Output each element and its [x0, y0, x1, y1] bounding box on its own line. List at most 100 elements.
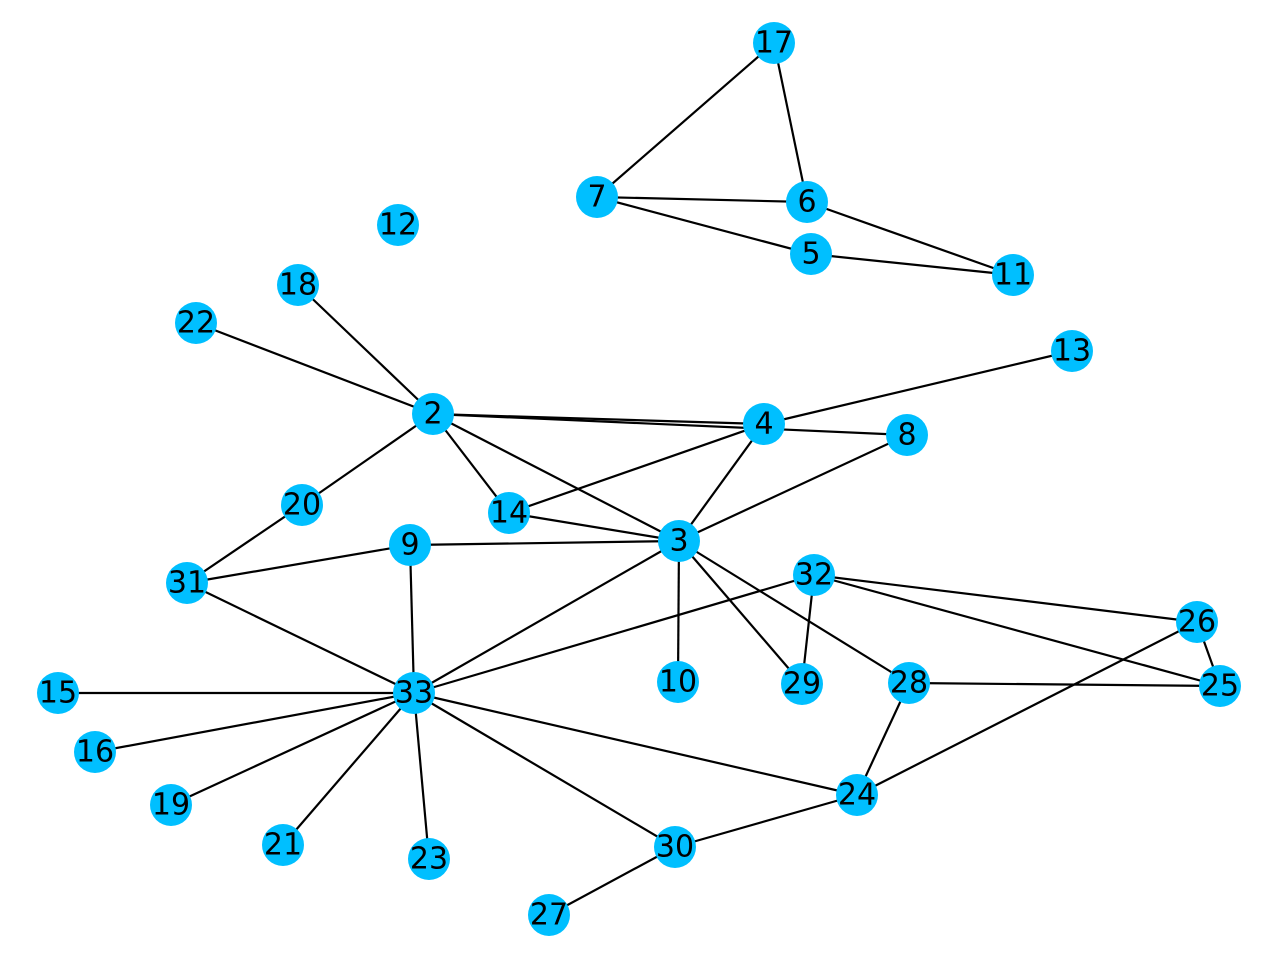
- node-26: 26: [1176, 601, 1218, 643]
- node-29: 29: [781, 663, 823, 705]
- node-circle: [488, 492, 530, 534]
- node-circle: [1199, 665, 1241, 707]
- node-circle: [393, 672, 435, 714]
- node-17: 17: [753, 22, 795, 64]
- node-22: 22: [175, 302, 217, 344]
- node-circle: [1051, 330, 1093, 372]
- edge-layer: [58, 42, 1222, 916]
- node-label: 6: [797, 185, 816, 220]
- edge-2-20: [301, 413, 434, 506]
- node-label: 26: [1178, 605, 1216, 640]
- node-circle: [389, 524, 431, 566]
- node-7: 7: [576, 176, 618, 218]
- edge-9-33: [408, 544, 416, 694]
- node-label: 19: [152, 788, 190, 823]
- edge-24-30: [674, 793, 858, 849]
- node-label: 22: [177, 306, 215, 341]
- node-label: 13: [1053, 334, 1091, 369]
- edge-3-33: [413, 540, 680, 694]
- edge-33-24: [413, 691, 858, 797]
- node-label: 11: [994, 258, 1032, 293]
- node-label: 30: [656, 830, 694, 865]
- edge-3-29: [678, 540, 803, 685]
- node-circle: [74, 731, 116, 773]
- edge-2-8: [432, 412, 908, 437]
- edge-32-33: [413, 573, 815, 695]
- node-30: 30: [654, 826, 696, 868]
- node-11: 11: [992, 254, 1034, 296]
- edge-3-28: [678, 540, 910, 684]
- node-circle: [658, 520, 700, 562]
- edge-26-24: [856, 621, 1198, 796]
- node-circle: [888, 662, 930, 704]
- node-label: 32: [795, 558, 833, 593]
- node-label: 12: [379, 208, 417, 243]
- node-6: 6: [786, 181, 828, 223]
- node-label: 16: [76, 735, 114, 770]
- edge-14-3: [508, 511, 680, 543]
- node-label: 33: [395, 676, 433, 711]
- edge-7-5: [596, 195, 812, 256]
- node-12: 12: [377, 204, 419, 246]
- node-label: 29: [783, 667, 821, 702]
- node-27: 27: [528, 894, 570, 936]
- edge-8-3: [678, 434, 908, 542]
- edge-18-2: [297, 284, 434, 415]
- node-10: 10: [657, 661, 699, 703]
- node-circle: [277, 264, 319, 306]
- node-circle: [528, 894, 570, 936]
- node-label: 8: [897, 418, 916, 453]
- node-4: 4: [743, 403, 785, 445]
- node-label: 20: [283, 488, 321, 523]
- node-3: 3: [658, 520, 700, 562]
- node-13: 13: [1051, 330, 1093, 372]
- edge-2-3: [432, 413, 680, 542]
- node-label: 2: [423, 397, 442, 432]
- node-circle: [786, 181, 828, 223]
- node-label: 31: [168, 566, 206, 601]
- node-circle: [1176, 601, 1218, 643]
- edge-7-6: [596, 195, 808, 204]
- edge-33-19: [170, 692, 415, 806]
- edge-4-13: [763, 349, 1073, 426]
- node-circle: [576, 176, 618, 218]
- edge-17-7: [596, 42, 775, 198]
- node-circle: [886, 414, 928, 456]
- node-14: 14: [488, 492, 530, 534]
- node-label: 17: [755, 26, 793, 61]
- node-18: 18: [277, 264, 319, 306]
- node-33: 33: [393, 672, 435, 714]
- node-25: 25: [1199, 665, 1241, 707]
- edge-5-11: [810, 252, 1014, 277]
- edge-3-10: [676, 540, 681, 683]
- edge-32-25: [813, 573, 1221, 688]
- edge-4-3: [678, 423, 765, 542]
- edge-32-26: [813, 573, 1198, 624]
- node-label: 3: [669, 524, 688, 559]
- node-circle: [790, 233, 832, 275]
- node-2: 2: [412, 393, 454, 435]
- node-circle: [175, 302, 217, 344]
- node-label: 14: [490, 496, 528, 531]
- node-label: 7: [587, 180, 606, 215]
- edge-4-14: [508, 422, 765, 515]
- node-circle: [793, 554, 835, 596]
- node-label: 28: [890, 666, 928, 701]
- node-circle: [262, 824, 304, 866]
- node-15: 15: [37, 672, 79, 714]
- node-5: 5: [790, 233, 832, 275]
- node-label: 25: [1201, 669, 1239, 704]
- node-circle: [743, 403, 785, 445]
- node-label: 27: [530, 898, 568, 933]
- node-label: 4: [754, 407, 773, 442]
- node-label: 5: [801, 237, 820, 272]
- node-16: 16: [74, 731, 116, 773]
- edge-17-6: [772, 42, 809, 203]
- edge-31-33: [186, 582, 415, 694]
- edge-33-21: [282, 692, 415, 846]
- node-circle: [992, 254, 1034, 296]
- node-circle: [753, 22, 795, 64]
- node-20: 20: [281, 484, 323, 526]
- node-label: 23: [410, 842, 448, 877]
